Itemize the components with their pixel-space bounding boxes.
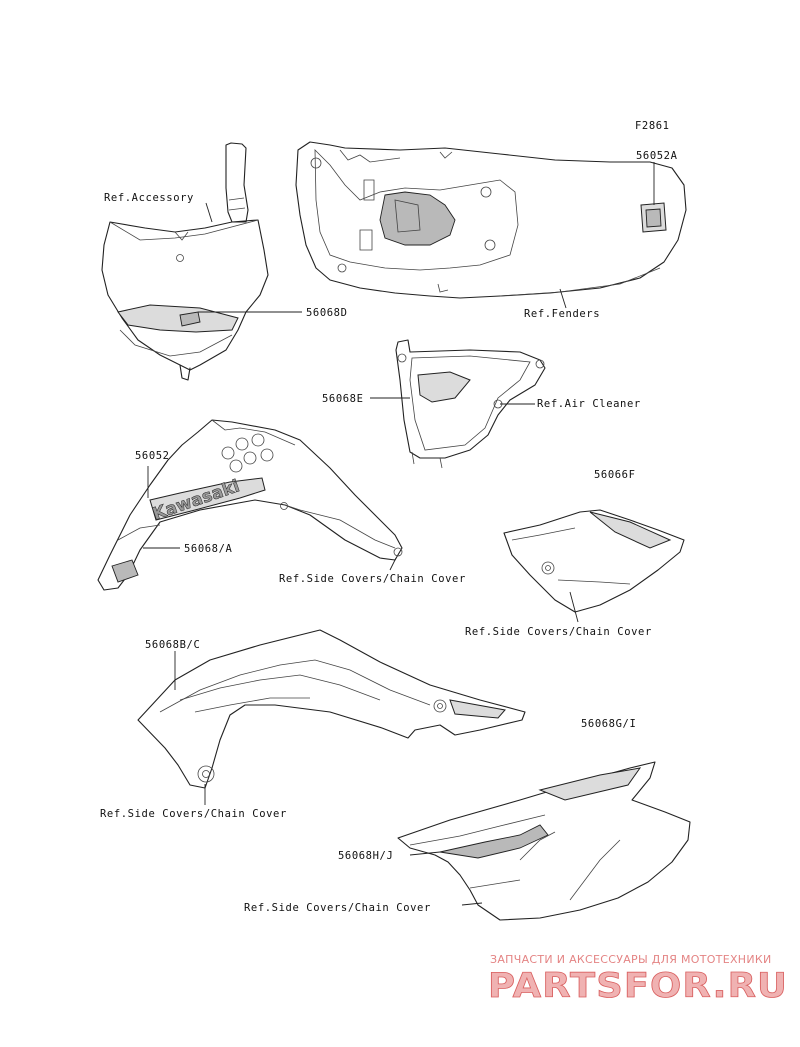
label-ref-side-covers-4: Ref.Side Covers/Chain Cover [244,902,431,914]
watermark-tagline: ЗАПЧАСТИ И АКСЕССУАРЫ ДЛЯ МОТОТЕХНИКИ [490,953,772,966]
label-56068GI: 56068G/I [581,718,636,730]
label-56052A: 56052A [636,150,678,162]
leader-ref-side-covers-4 [461,902,483,906]
label-56068HJ: 56068H/J [338,850,393,862]
leader-ref-accessory [205,202,213,223]
label-ref-side-covers-2: Ref.Side Covers/Chain Cover [465,626,652,638]
side-cover-lower-part [397,761,691,921]
label-ref-air-cleaner: Ref.Air Cleaner [537,398,641,410]
rear-fender-part [295,141,687,299]
shroud-left-part: Kawasaki [97,419,403,591]
label-ref-fenders: Ref.Fenders [524,308,600,320]
air-cleaner-cover-part [395,339,546,469]
label-ref-side-covers-3: Ref.Side Covers/Chain Cover [100,808,287,820]
label-56068D: 56068D [306,307,348,319]
label-56066F: 56066F [594,469,636,481]
watermark-logo: PARTSFOR.RU [488,966,788,1006]
leader-ref-side-covers-1 [389,557,397,571]
figure-code: F2861 [635,120,670,132]
label-56068A: 56068/A [184,543,233,555]
leader-ref-fenders [559,288,567,309]
leader-ref-side-covers-2 [569,591,579,623]
watermark: ЗАПЧАСТИ И АКСЕССУАРЫ ДЛЯ МОТОТЕХНИКИ PA… [488,953,788,1006]
label-ref-accessory: Ref.Accessory [104,192,194,204]
headlight-cover-part [101,142,269,381]
leader-56068HJ [409,851,441,856]
label-56068E: 56068E [322,393,364,405]
side-cover-right-part [503,509,685,613]
label-56052: 56052 [135,450,170,462]
shroud-lower-part [137,629,526,789]
label-56068BC: 56068B/C [145,639,200,651]
label-ref-side-covers-1: Ref.Side Covers/Chain Cover [279,573,466,585]
